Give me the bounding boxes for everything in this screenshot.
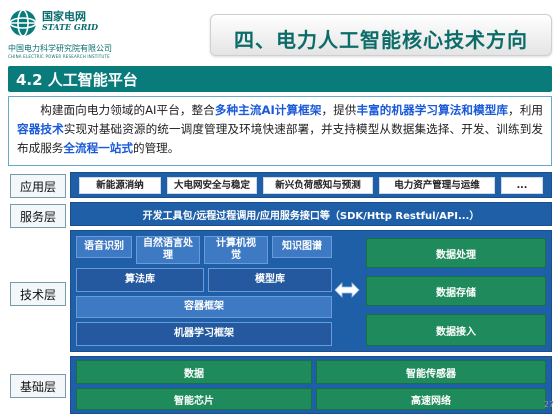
tech-layer-label: 技术层: [10, 282, 66, 306]
section-heading-bar: 4.2 人工智能平台: [8, 66, 552, 92]
tech-ml-framework: 机器学习框架: [76, 322, 332, 346]
institute-name-en: CHINA ELECTRIC POWER RESEARCH INSTITUTE: [8, 54, 110, 59]
app-item-grid-security: 大电网安全与稳定: [167, 177, 257, 194]
base-item-high-speed-network: 高速网络: [316, 388, 546, 410]
app-item-asset-management: 电力资产管理与运维: [379, 177, 495, 194]
app-layer-box: 新能源消纳 大电网安全与稳定 新兴负荷感知与预测 电力资产管理与运维 ...: [70, 172, 552, 198]
intro-text-2: ，提供: [321, 103, 357, 117]
tech-item-knowledge-graph: 知识图谱: [272, 236, 332, 258]
intro-highlight-1: 多种主流AI计算框架: [214, 103, 322, 117]
service-layer-text: 开发工具包/远程过程调用/应用服务接口等（SDK/Http Restful/AP…: [142, 211, 480, 222]
intro-highlight-2: 丰富的机器学习算法和模型库: [356, 103, 509, 117]
tech-item-nlp: 自然语言处理: [136, 236, 200, 264]
intro-text-4: 实现对基础资源的统一调度管理及环境快速部署，并支持模型从数据集选择、开发、训练到…: [17, 122, 543, 155]
page-number: 27: [543, 400, 554, 409]
intro-highlight-4: 全流程一站式: [63, 141, 133, 155]
base-item-data: 数据: [76, 360, 312, 384]
service-layer-label: 服务层: [10, 204, 66, 228]
tech-algorithm-library: 算法库: [76, 268, 204, 292]
app-item-renewable: 新能源消纳: [79, 177, 161, 194]
tech-model-library: 模型库: [208, 268, 332, 292]
base-item-smart-chip: 智能芯片: [76, 388, 312, 410]
slide-title-box: 四、电力人工智能核心技术方向: [210, 14, 552, 56]
state-grid-logo: 国家电网 STATE GRID 中国电力科学研究院有限公司 CHINA ELEC…: [8, 6, 198, 59]
tech-item-vision: 计算机视觉: [204, 236, 268, 264]
intro-text-1: 构建面向电力领域的AI平台，整合: [40, 103, 215, 117]
data-ingestion-block: 数据接入: [366, 314, 546, 346]
logo-cn-text: 国家电网: [42, 10, 86, 23]
data-storage-block: 数据存储: [366, 276, 546, 306]
slide-header: 国家电网 STATE GRID 中国电力科学研究院有限公司 CHINA ELEC…: [0, 0, 560, 62]
service-layer-box: 开发工具包/远程过程调用/应用服务接口等（SDK/Http Restful/AP…: [70, 202, 552, 226]
section-heading: 4.2 人工智能平台: [16, 71, 138, 89]
app-item-load-forecast: 新兴负荷感知与预测: [263, 177, 373, 194]
slide-title: 四、电力人工智能核心技术方向: [234, 28, 528, 52]
base-item-smart-sensor: 智能传感器: [316, 360, 546, 384]
intro-highlight-3: 容器技术: [17, 122, 64, 136]
app-layer-label: 应用层: [10, 174, 66, 198]
tech-container-framework: 容器框架: [76, 296, 332, 318]
bidirectional-arrow-icon: [334, 282, 360, 298]
data-processing-block: 数据处理: [366, 238, 546, 268]
intro-paragraph: 构建面向电力领域的AI平台，整合多种主流AI计算框架，提供丰富的机器学习算法和模…: [8, 96, 552, 166]
intro-text-5: 的管理。: [132, 141, 180, 155]
state-grid-globe-icon: [9, 9, 37, 37]
base-layer-label: 基础层: [10, 374, 66, 398]
institute-name: 中国电力科学研究院有限公司: [8, 44, 112, 53]
logo-en-text: STATE GRID: [42, 22, 99, 32]
tech-item-speech: 语音识别: [76, 236, 132, 258]
intro-text-3: ，利用: [508, 103, 543, 117]
app-item-more: ...: [501, 177, 543, 194]
